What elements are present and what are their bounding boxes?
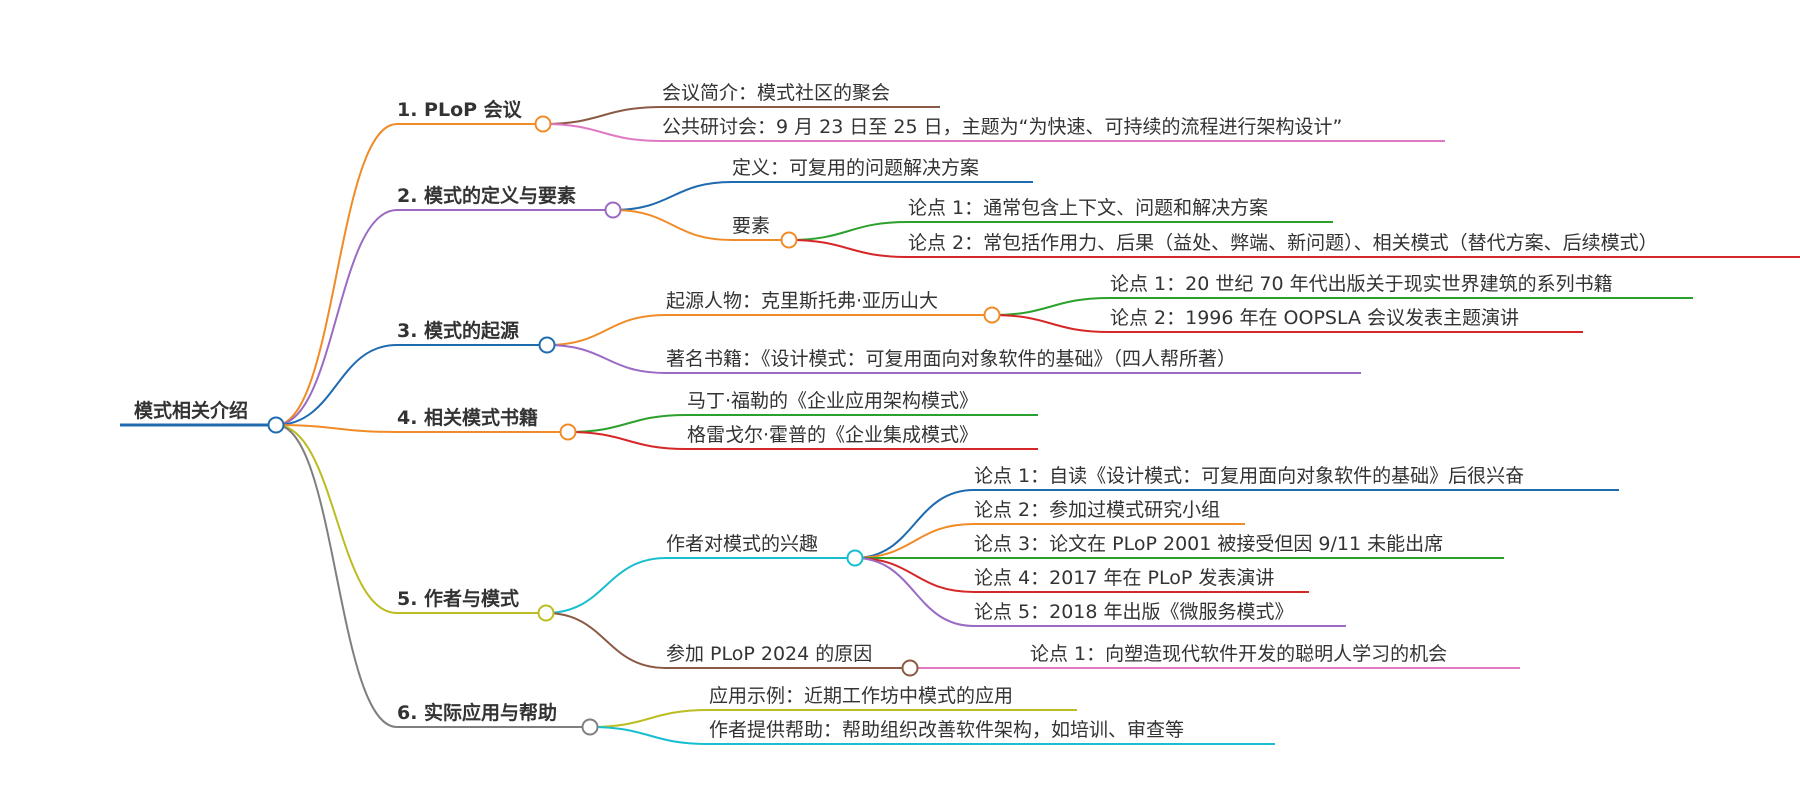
connector-b1: [275, 209, 398, 426]
leaf-label: 论点 1：自读《设计模式：可复用面向对象软件的基础》后很兴奋: [974, 465, 1524, 487]
connector-b2: [275, 344, 398, 426]
expand-toggle-circle[interactable]: [559, 423, 577, 441]
underlines: [120, 106, 1800, 745]
leaf-label: 应用示例：近期工作坊中模式的应用: [709, 685, 1013, 707]
connectors: [275, 106, 1111, 745]
connector-b3-1: [567, 431, 688, 450]
connector-b4-0-4: [854, 557, 975, 627]
branch-label: 5. 作者与模式: [397, 587, 519, 610]
leaf-label: 参加 PLoP 2024 的原因: [666, 643, 872, 665]
connector-b4-1: [545, 612, 667, 669]
connector-b2-0: [546, 314, 667, 346]
leaf-label: 论点 4：2017 年在 PLoP 发表演讲: [974, 567, 1274, 589]
leaf-label: 要素: [732, 215, 770, 237]
expand-toggle-circle[interactable]: [901, 659, 919, 677]
connector-b0-1: [542, 123, 663, 142]
expand-toggle-circle[interactable]: [780, 231, 798, 249]
root-node-label: 模式相关介绍: [134, 399, 248, 422]
connector-b1-1: [612, 209, 733, 241]
connector-b5-0: [589, 709, 710, 728]
expand-toggle-circle[interactable]: [534, 115, 552, 133]
leaf-label: 马丁·福勒的《企业应用架构模式》: [687, 390, 978, 412]
leaf-label: 格雷戈尔·霍普的《企业集成模式》: [687, 424, 978, 446]
leaf-label: 论点 3：论文在 PLoP 2001 被接受但因 9/11 未能出席: [974, 533, 1443, 555]
connector-b1-1-1: [788, 239, 909, 258]
leaf-label: 定义：可复用的问题解决方案: [732, 157, 979, 179]
expand-toggle-circle[interactable]: [537, 604, 555, 622]
connector-b2-0-0: [991, 297, 1111, 316]
expand-toggle-circle[interactable]: [267, 416, 285, 434]
branch-label: 1. PLoP 会议: [397, 98, 523, 121]
leaf-label: 论点 1：20 世纪 70 年代出版关于现实世界建筑的系列书籍: [1110, 273, 1613, 295]
branch-label: 6. 实际应用与帮助: [397, 701, 557, 724]
leaf-label: 公共研讨会：9 月 23 日至 25 日，主题为“为快速、可持续的流程进行架构设…: [662, 116, 1342, 138]
connector-b2-0-1: [991, 314, 1111, 333]
leaf-label: 著名书籍：《设计模式：可复用面向对象软件的基础》（四人帮所著）: [666, 348, 1236, 370]
leaf-label: 会议简介：模式社区的聚会: [662, 82, 890, 104]
connector-b1-0: [612, 181, 733, 211]
branch-label: 3. 模式的起源: [397, 319, 519, 342]
connector-b3-0: [567, 414, 688, 433]
connector-b4-0-1: [854, 523, 975, 559]
connector-b4-0-3: [854, 557, 975, 593]
expand-toggle-circle[interactable]: [538, 336, 556, 354]
leaf-label: 论点 2：1996 年在 OOPSLA 会议发表主题演讲: [1110, 307, 1519, 329]
expand-toggle-circle[interactable]: [983, 306, 1001, 324]
leaf-label: 作者对模式的兴趣: [666, 533, 818, 555]
connector-b2-1: [546, 344, 667, 374]
branch-label: 2. 模式的定义与要素: [397, 184, 576, 207]
connector-b3: [275, 424, 398, 433]
leaf-label: 论点 2：常包括作用力、后果（益处、弊端、新问题）、相关模式（替代方案、后续模式…: [908, 232, 1658, 254]
connector-b4-0: [545, 557, 667, 614]
leaf-label: 论点 1：向塑造现代软件开发的聪明人学习的机会: [1030, 643, 1447, 665]
expand-toggle-circle[interactable]: [581, 718, 599, 736]
leaf-label: 论点 1：通常包含上下文、问题和解决方案: [908, 197, 1268, 219]
connector-b4: [275, 424, 398, 614]
connector-b5: [275, 424, 398, 728]
connector-b0-0: [542, 106, 663, 125]
leaf-label: 起源人物：克里斯托弗·亚历山大: [666, 290, 938, 312]
leaf-label: 论点 2：参加过模式研究小组: [974, 499, 1220, 521]
expand-toggle-circle[interactable]: [604, 201, 622, 219]
connector-b1-1-0: [788, 221, 909, 241]
branch-label: 4. 相关模式书籍: [397, 406, 538, 429]
connector-b5-1: [589, 726, 710, 745]
leaf-label: 作者提供帮助：帮助组织改善软件架构，如培训、审查等: [709, 719, 1184, 741]
connector-b4-0-0: [854, 489, 975, 559]
connector-b0: [275, 123, 398, 426]
node-circles: [267, 115, 1001, 736]
expand-toggle-circle[interactable]: [846, 549, 864, 567]
leaf-label: 论点 5：2018 年出版《微服务模式》: [974, 601, 1294, 623]
